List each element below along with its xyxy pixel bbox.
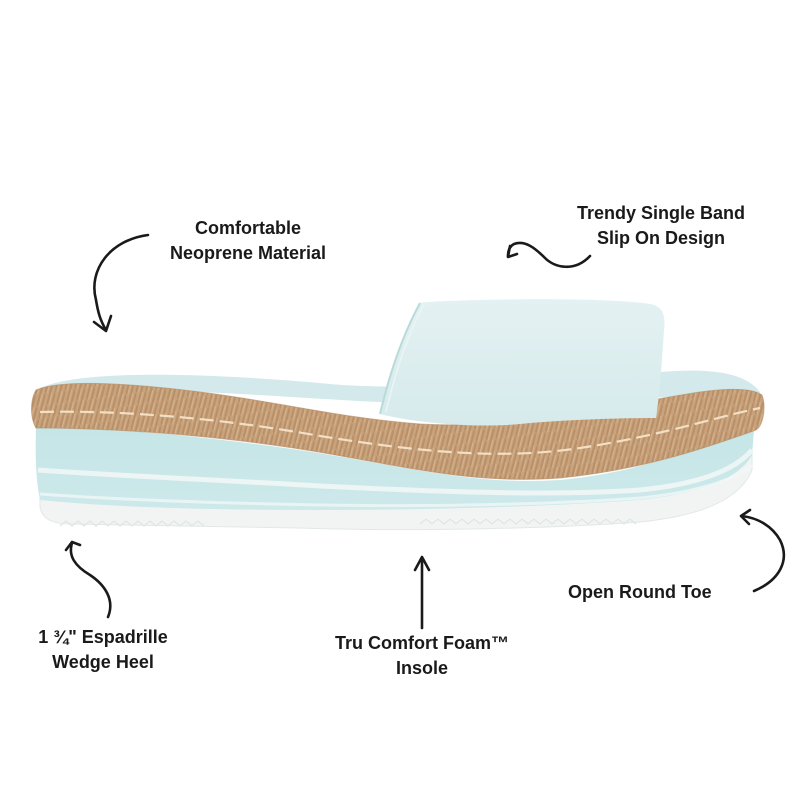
callout-line: Insole [395, 658, 448, 678]
sandal-shoe [31, 299, 765, 531]
callout-line: Comfortable [194, 218, 301, 238]
wedge-stripe [37, 448, 754, 496]
stitch-line [39, 406, 761, 455]
squiggle-arrow-icon [506, 241, 592, 269]
curved-arrow-icon [739, 508, 786, 593]
callout-neoprene-material: Comfortable Neoprene Material [138, 216, 358, 266]
wedge-stripe [39, 463, 754, 508]
callout-line: Wedge Heel [52, 652, 154, 672]
callout-line: Neoprene Material [169, 243, 327, 263]
wedge-heel [35, 405, 757, 510]
callout-line: Tru Comfort Foam™ [335, 633, 509, 653]
callout-line: Trendy Single Band [576, 203, 746, 223]
curved-arrow-icon [92, 233, 150, 333]
straight-arrow-icon [413, 555, 431, 630]
callout-single-band: Trendy Single Band Slip On Design [556, 201, 766, 251]
jute-rope [31, 383, 764, 480]
callout-comfort-foam-insole: Tru Comfort Foam™ Insole [302, 631, 542, 681]
callout-line: Open Round Toe [568, 582, 712, 602]
squiggle-arrow-icon [64, 540, 112, 619]
callout-wedge-heel: 1 ¾" Espadrille Wedge Heel [18, 625, 188, 675]
single-band-upper [380, 299, 665, 426]
callout-line: 1 ¾" Espadrille [38, 627, 168, 647]
callout-open-round-toe: Open Round Toe [568, 580, 758, 605]
callout-line: Slip On Design [596, 228, 725, 248]
